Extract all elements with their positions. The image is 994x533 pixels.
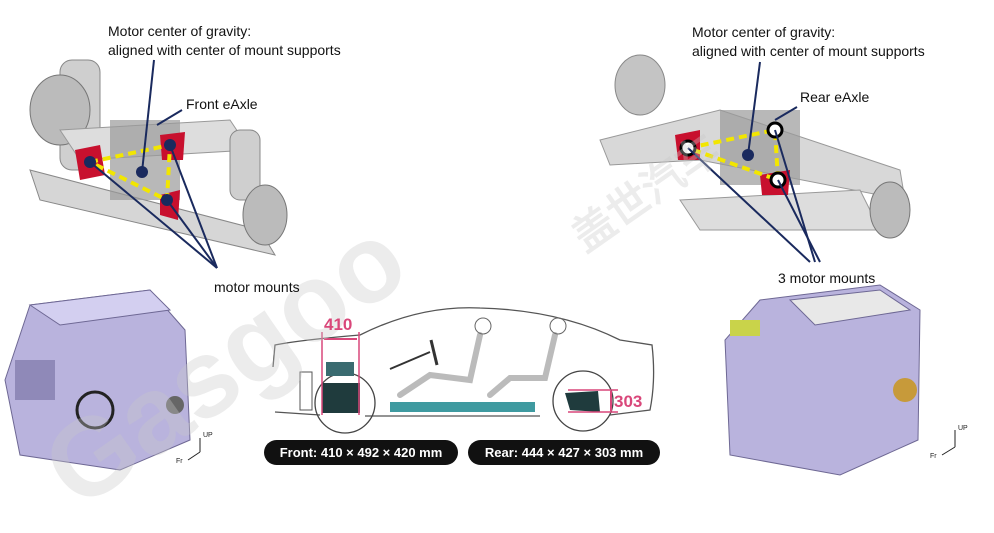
- rear-height-dimension: 303: [614, 392, 643, 411]
- rear-axis-up: UP: [958, 425, 968, 432]
- rear-axis-fr: Fr: [930, 453, 937, 460]
- rear-mounts-label: 3 motor mounts: [778, 270, 876, 286]
- front-mounts-label: motor mounts: [214, 279, 300, 295]
- front-eaxle-label: Front eAxle: [186, 96, 258, 112]
- rear-cog-line2: aligned with center of mount supports: [692, 43, 925, 59]
- front-axis-up: UP: [203, 432, 213, 439]
- car-side-view: [272, 307, 655, 434]
- front-motor-image: [4, 289, 191, 471]
- rear-eaxle-label: Rear eAxle: [800, 89, 870, 105]
- front-orientation-axes: [187, 438, 201, 461]
- rear-motor-image: [724, 284, 921, 476]
- front-axis-fr: Fr: [176, 458, 183, 465]
- rear-orientation-axes: [941, 430, 956, 456]
- rear-cog-line1: Motor center of gravity:: [692, 24, 836, 40]
- front-dimensions-badge: Front: 410 × 492 × 420 mm: [264, 440, 458, 465]
- rear-dimensions-badge: Rear: 444 × 427 × 303 mm: [468, 440, 660, 465]
- front-length-dimension: 410: [324, 315, 353, 334]
- front-subframe-image: [29, 59, 288, 269]
- front-cog-line2: aligned with center of mount supports: [108, 42, 341, 58]
- illustration: [4, 54, 956, 476]
- front-cog-line1: Motor center of gravity:: [108, 23, 252, 39]
- rear-subframe-image: [599, 54, 911, 263]
